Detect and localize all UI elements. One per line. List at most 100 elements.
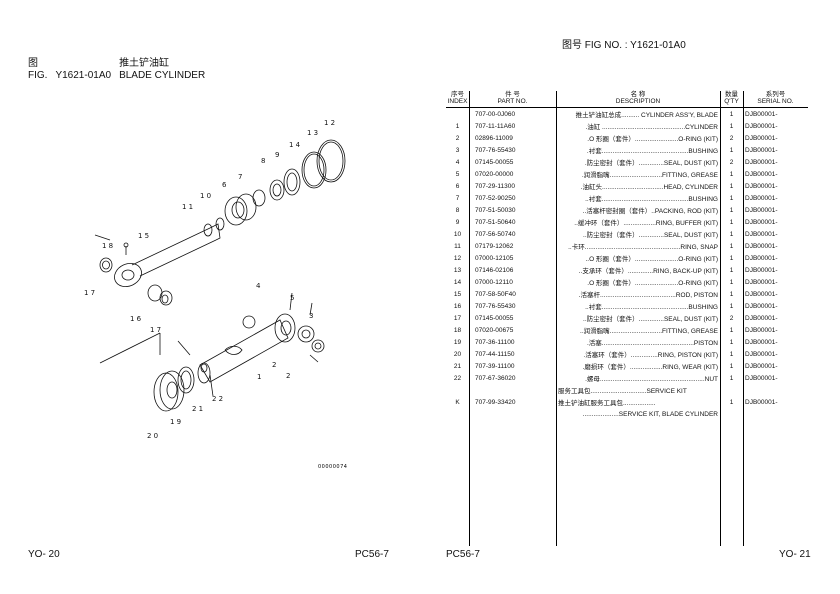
cell-part-no: 707-99-33420 (475, 398, 516, 406)
cell-description: .油缸头..................................HE… (580, 184, 718, 191)
cell-qty (720, 408, 743, 420)
cell-description: .油缸 ....................................… (585, 124, 718, 131)
cell-serial: DJB00001- (745, 158, 778, 166)
callout-13: 1 3 (307, 129, 318, 137)
callout-3: 3 (309, 312, 313, 320)
callout-19: 1 9 (170, 418, 181, 426)
cell-description: ..支承环（套件）..............RING, BACK-UP (KI… (578, 268, 718, 275)
cell-serial: DJB00001- (745, 194, 778, 202)
cell-qty: 2 (729, 314, 734, 322)
cell-qty: 1 (729, 374, 734, 382)
cell-description: ..缓冲环（套件）..................RING, BUFFER … (574, 220, 718, 227)
cell-qty: 1 (729, 242, 734, 250)
cell-part-no: 07000-12105 (475, 254, 514, 262)
cell-description: ..衬套....................................… (585, 304, 718, 311)
cell-qty: 1 (729, 254, 734, 262)
left-figure-title: 图 FIG. Y1621-01A0 推土铲油缸 BLADE CYLINDER (28, 58, 205, 82)
cell-description: .润滑脂嘴.............................FITTIN… (581, 172, 718, 179)
cell-description: .O 形圈（套件）........................O-RING … (587, 280, 718, 287)
cell-part-no: 07145-00055 (475, 314, 514, 322)
fig-prefix-zh: 图 (28, 58, 38, 69)
callout-14: 1 4 (289, 141, 301, 149)
callout-20: 2 0 (147, 432, 158, 440)
cell-qty: 2 (729, 158, 734, 166)
cell-description: ....................SERVICE KIT, BLADE C… (582, 410, 718, 418)
cell-description: 推土铲油缸服务工具包.................. (558, 400, 656, 407)
cell-part-no: 07020-00000 (475, 170, 514, 178)
cell-qty: 1 (729, 170, 734, 178)
cell-index (446, 408, 469, 420)
cell-index: 4 (455, 158, 460, 166)
cell-description: .活塞杆....................................… (578, 292, 718, 299)
cell-serial: DJB00001- (745, 314, 778, 322)
table-row: ....................SERVICE KIT, BLADE C… (446, 408, 808, 420)
cell-index: 7 (455, 194, 460, 202)
cell-serial: DJB00001- (745, 206, 778, 214)
cell-part-no: 707-56-50740 (475, 230, 516, 238)
cell-serial: DJB00001- (745, 266, 778, 274)
cell-index: 17 (453, 314, 462, 322)
left-model: PC56-7 (355, 549, 389, 560)
table-row: 15 707-58-50F40 .活塞杆......................… (446, 288, 808, 300)
cell-description: ..润滑脂嘴.............................FITTI… (580, 328, 718, 335)
cell-description: ..防尘密封（套件）..............SEAL, DUST (KIT) (583, 232, 718, 239)
cell-qty: 1 (729, 206, 734, 214)
cell-part-no: 707-58-50F40 (475, 290, 516, 298)
cell-part-no: 707-67-36020 (475, 374, 516, 382)
fig-title-en: BLADE CYLINDER (119, 70, 206, 81)
cell-part-no: 707-51-50640 (475, 218, 516, 226)
cell-serial: DJB00001- (745, 122, 778, 130)
cell-qty (720, 384, 743, 396)
cell-index: 20 (453, 350, 462, 358)
cell-index: 6 (455, 182, 460, 190)
cell-part-no (469, 384, 556, 396)
cell-index: 19 (453, 338, 462, 346)
cell-description: ..O 形圈（套件）........................O-RING… (585, 256, 718, 263)
col-divider-index (469, 91, 470, 546)
callout-6: 6 (222, 181, 227, 189)
cell-part-no: 07020-00675 (475, 326, 514, 334)
cell-index: K (455, 398, 460, 406)
callout-4: 4 (256, 282, 261, 290)
col-divider-qty (743, 91, 744, 546)
cell-serial: DJB00001- (745, 218, 778, 226)
cell-index: 21 (453, 362, 462, 370)
table-row: 10 707-56-50740 ..防尘密封（套件）..............SE… (446, 228, 808, 240)
cell-serial: DJB00001- (745, 242, 778, 250)
cell-part-no: 07146-02106 (475, 266, 514, 274)
fig-prefix-en: FIG. (28, 70, 48, 81)
cell-qty: 1 (729, 362, 734, 370)
cell-serial (743, 384, 808, 396)
cell-qty: 1 (729, 182, 734, 190)
cell-description: ..衬套....................................… (585, 196, 718, 203)
cell-qty: 1 (729, 278, 734, 286)
cell-serial: DJB00001- (745, 362, 778, 370)
cell-serial: DJB00001- (745, 254, 778, 262)
cell-serial (743, 408, 808, 420)
cell-qty: 1 (729, 398, 734, 406)
cell-serial: DJB00001- (745, 374, 778, 382)
cell-qty: 1 (729, 122, 734, 130)
cell-part-no: 707-00-0J060 (475, 110, 516, 118)
cell-index: 10 (453, 230, 462, 238)
cell-index: 15 (453, 290, 462, 298)
cell-qty: 1 (729, 146, 734, 154)
cell-part-no: 707-76-55430 (475, 302, 516, 310)
right-fig-header: 图号 FIG NO. : Y1621-01A0 (562, 40, 686, 51)
